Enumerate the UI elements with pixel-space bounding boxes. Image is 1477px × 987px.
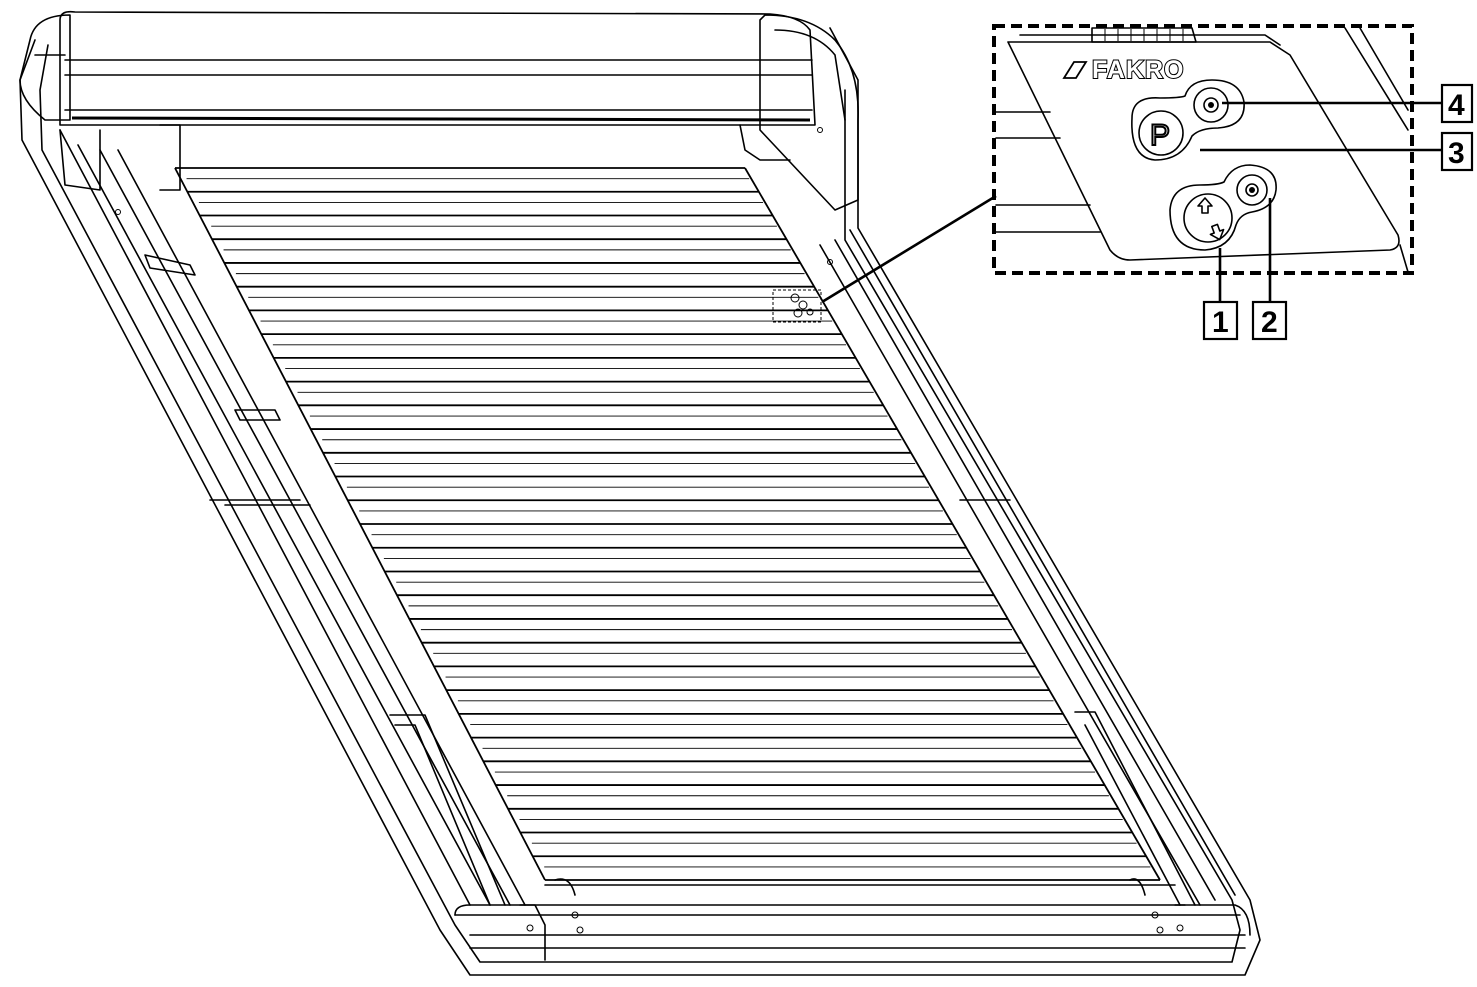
zoom-leader-line xyxy=(821,194,997,304)
lower-button-group xyxy=(1169,164,1277,251)
slat-side-edge xyxy=(744,167,1161,881)
arrow-up-icon xyxy=(1197,197,1213,214)
slat-side-edge xyxy=(174,167,546,881)
up-down-button-1[interactable] xyxy=(1183,193,1233,243)
callout-1-label: 1 xyxy=(1212,306,1229,339)
connector-grill xyxy=(1091,27,1197,43)
fakro-logo-text: FAKRO xyxy=(1092,56,1185,84)
callout-2-label: 2 xyxy=(1261,306,1278,339)
upper-button-group: P xyxy=(1131,79,1245,161)
p-button-label: P xyxy=(1150,119,1170,152)
callout-4: 4 xyxy=(1440,83,1474,124)
zoom-dashed-frame xyxy=(992,24,1414,275)
control-panel-plate xyxy=(1007,41,1400,261)
fakro-logo: FAKRO xyxy=(1062,55,1185,85)
callout-3: 3 xyxy=(1440,131,1474,172)
arrow-down-icon xyxy=(1209,223,1225,241)
stop-button-4[interactable] xyxy=(1193,87,1229,123)
shutter-slats xyxy=(174,167,1161,881)
p-button[interactable] xyxy=(1138,110,1184,156)
button-2[interactable] xyxy=(1236,174,1268,206)
callout-leaders xyxy=(1200,101,1442,302)
callout-1: 1 xyxy=(1202,300,1239,341)
callout-2: 2 xyxy=(1251,300,1288,341)
callout-3-label: 3 xyxy=(1448,137,1465,170)
callout-4-label: 4 xyxy=(1448,89,1465,122)
zoom-detail: FAKRO P xyxy=(992,24,1414,275)
control-module-small xyxy=(772,289,822,323)
shutter-frame xyxy=(19,27,1261,976)
roller-cassette xyxy=(19,10,859,211)
